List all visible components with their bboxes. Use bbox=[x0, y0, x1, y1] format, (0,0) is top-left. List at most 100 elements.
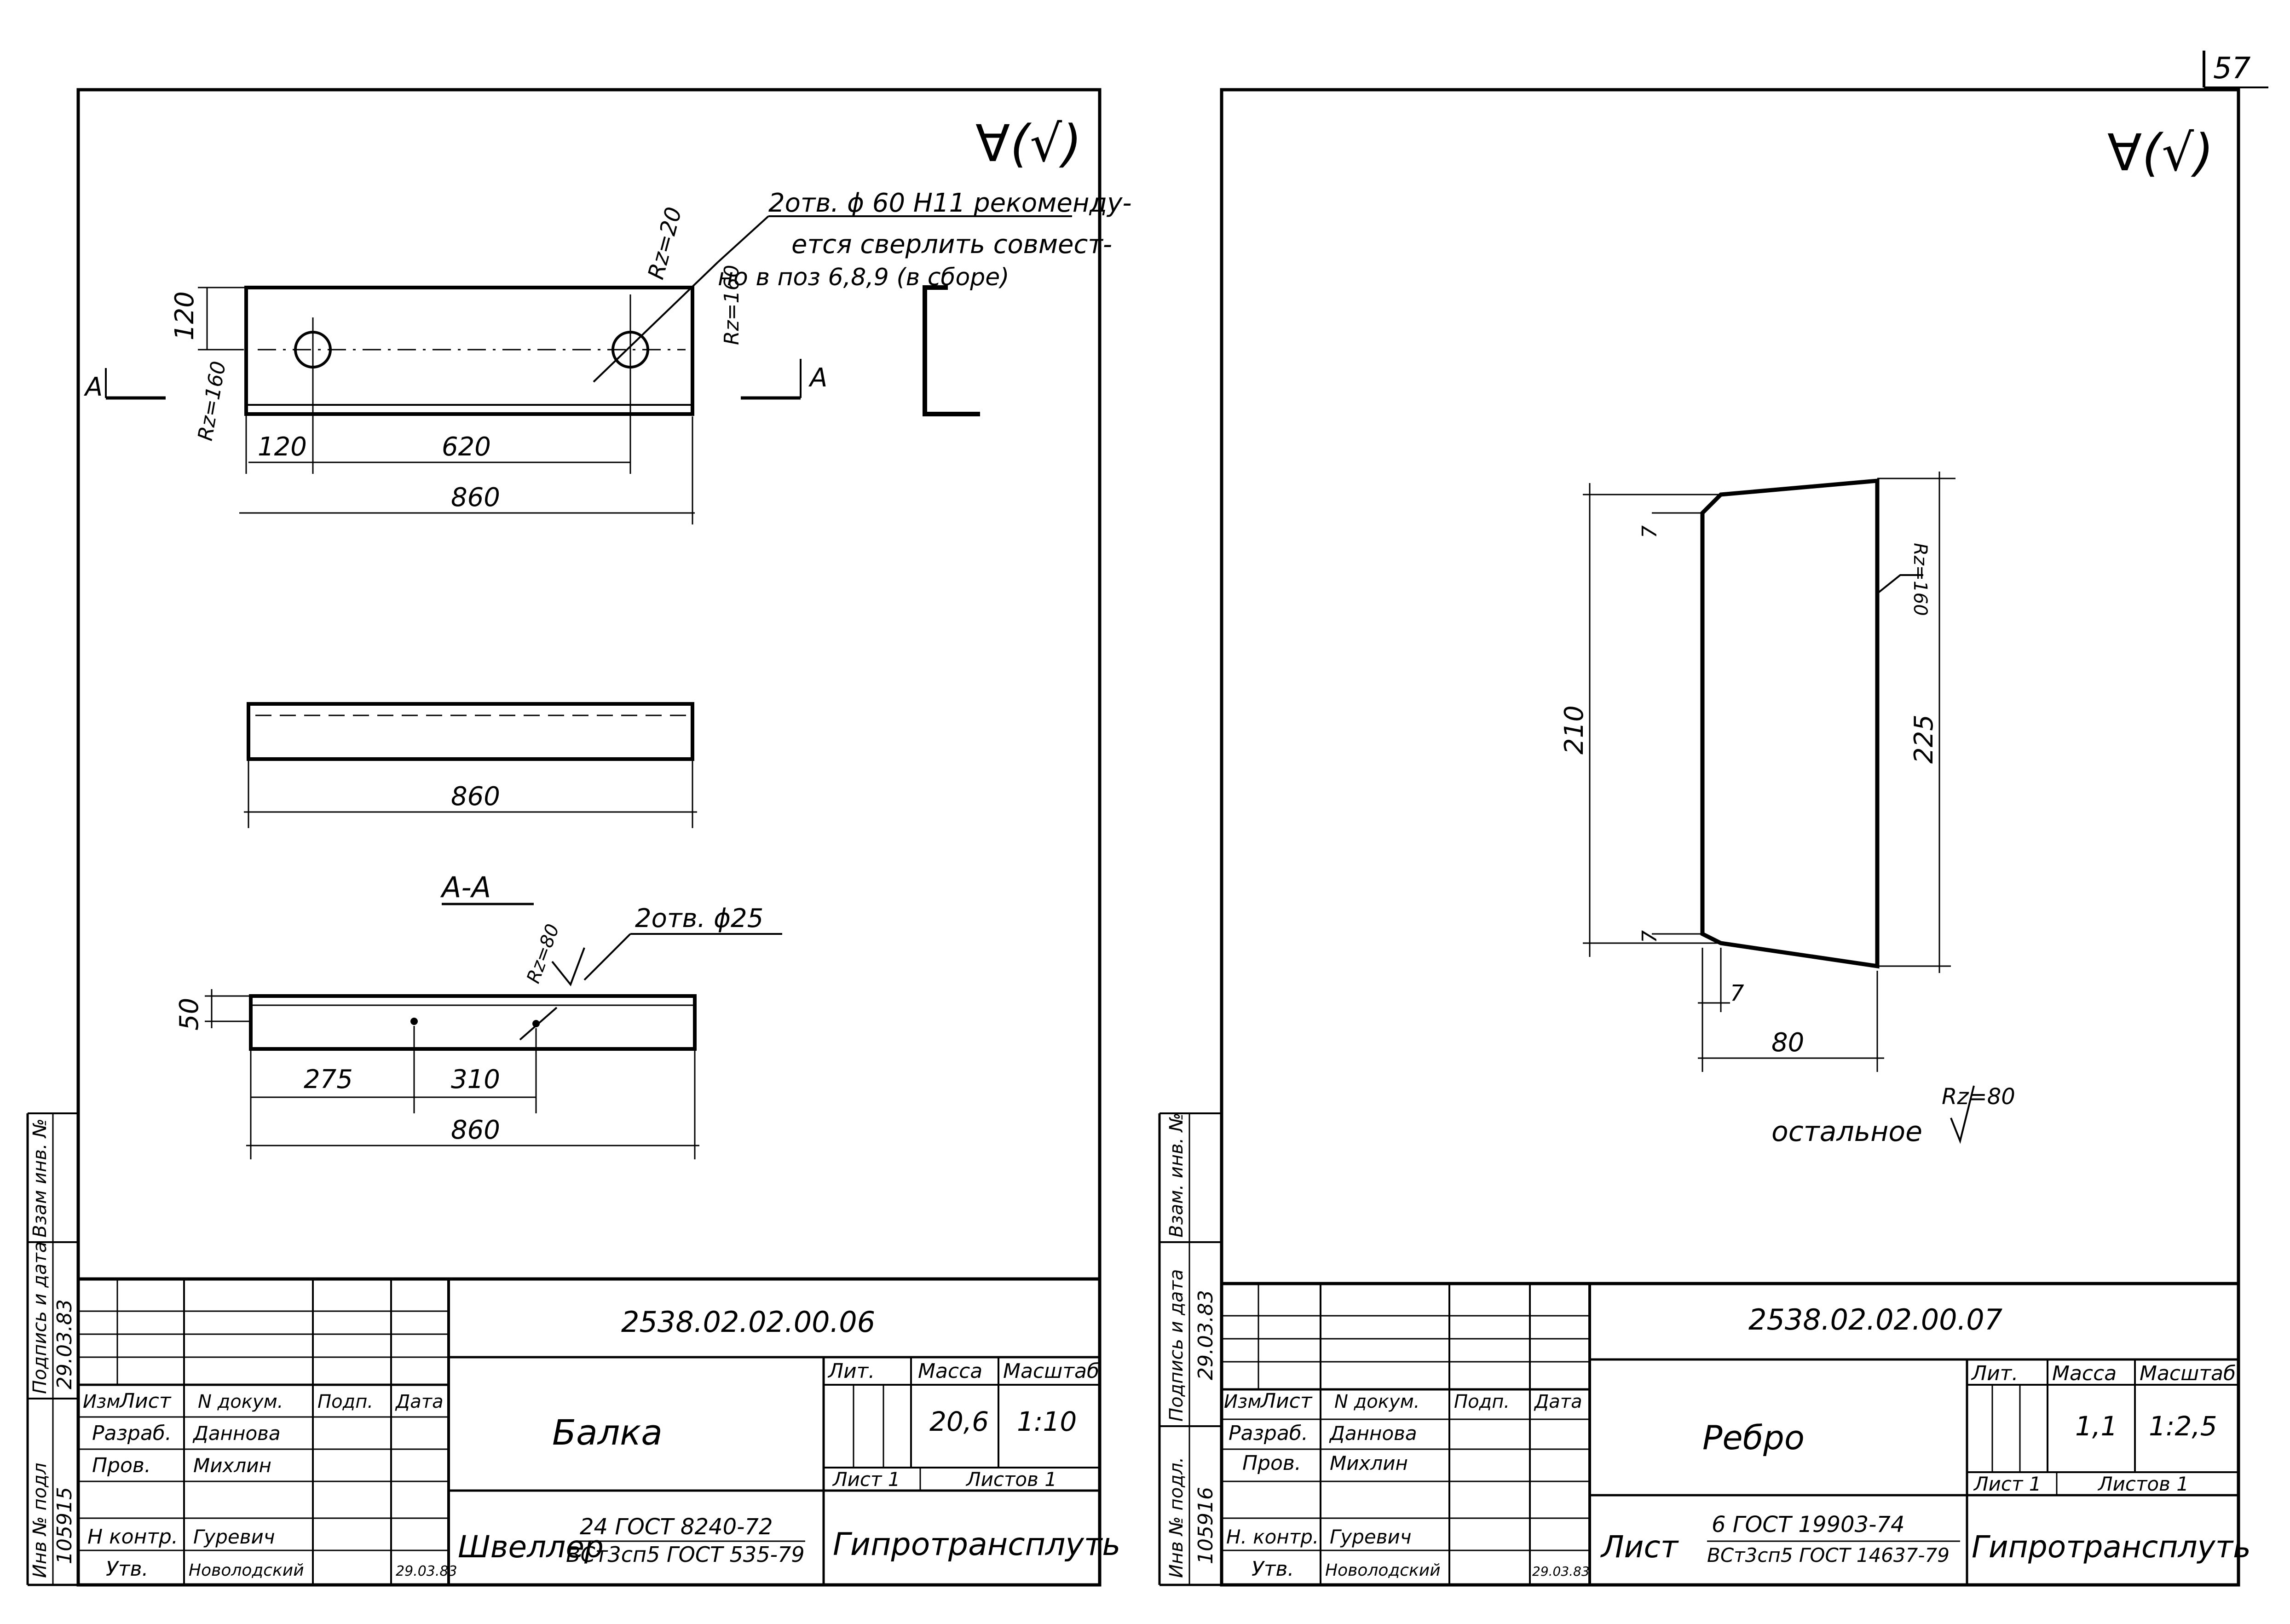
r1-name-right: Даннова bbox=[1329, 1422, 1417, 1445]
material-label-right: Лист bbox=[1600, 1529, 1679, 1565]
r1-name: Даннова bbox=[192, 1422, 281, 1445]
part-name-right: Ребро bbox=[1702, 1418, 1805, 1457]
dim-620: 620 bbox=[442, 432, 491, 462]
roughness-symbol-left: ∀(√) bbox=[975, 114, 1082, 173]
dim-50: 50 bbox=[174, 998, 204, 1031]
r3-name: Гуревич bbox=[193, 1526, 275, 1548]
listov-label-right: Листов 1 bbox=[2097, 1473, 2189, 1495]
masshtab-value-right: 1:2,5 bbox=[2149, 1411, 2217, 1442]
sidebar-inv-val-right: 105916 bbox=[1194, 1487, 1217, 1564]
sidebar-podpis-right: Подпись и дата bbox=[1166, 1269, 1187, 1422]
right-title-block: Изм Лист N докум. Подп. Дата Разраб. Дан… bbox=[1222, 1282, 2251, 1585]
masshtab-header: Масштаб bbox=[1003, 1359, 1099, 1383]
h-doc: N докум. bbox=[198, 1391, 283, 1412]
r2-role: Пров. bbox=[92, 1454, 151, 1477]
drawing-code-right: 2538.02.02.00.07 bbox=[1748, 1303, 2002, 1336]
h-podp: Подп. bbox=[317, 1391, 373, 1412]
sidebar-inv-val: 105915 bbox=[53, 1487, 76, 1564]
sidebar-podpis-val: 29.03.83 bbox=[53, 1299, 76, 1389]
hole-note-line1: 2отв. ϕ 60 H11 рекоменду- bbox=[768, 188, 1132, 218]
dim-860-top: 860 bbox=[451, 483, 500, 513]
r3-role: Н контр. bbox=[87, 1525, 178, 1549]
hole25-note: 2отв. ϕ25 bbox=[635, 904, 763, 933]
r4-role: Утв. bbox=[106, 1557, 148, 1581]
right-sheet: ∀(√) 225 210 7 7 7 80 Rz=160 остальное R… bbox=[1158, 88, 2251, 1587]
dim-225: 225 bbox=[1909, 714, 1939, 764]
massa-value-right: 1,1 bbox=[2075, 1411, 2117, 1442]
r2-name: Михлин bbox=[193, 1454, 271, 1477]
beam-side-view bbox=[247, 702, 694, 761]
rib-profile bbox=[1700, 478, 1880, 969]
rz20-label: Rz=20 bbox=[643, 204, 686, 282]
material-top: 24 ГОСТ 8240-72 bbox=[580, 1514, 773, 1540]
section-aa-profile bbox=[249, 994, 697, 1051]
lit-header-right: Лит. bbox=[1971, 1362, 2018, 1385]
rz160-label-left: Rz=160 bbox=[720, 265, 744, 345]
massa-header-right: Масса bbox=[2052, 1362, 2117, 1385]
right-sidebar: Взам. инв. № Подпись и дата 29.03.83 Инв… bbox=[1159, 1112, 1222, 1585]
r2-name-right: Михлин bbox=[1330, 1452, 1408, 1474]
masshtab-header-right: Масштаб bbox=[2140, 1362, 2236, 1385]
dim-120-vertical: 120 bbox=[170, 291, 200, 340]
material-bottom: ВСт3сп5 ГОСТ 535-79 bbox=[566, 1542, 805, 1567]
sidebar-podpis: Подпись и дата bbox=[29, 1242, 51, 1394]
dim-210: 210 bbox=[1559, 705, 1589, 754]
sidebar-inv-right: Инв № подл. bbox=[1166, 1457, 1187, 1578]
rz80-label-left: Rz=80 bbox=[523, 921, 564, 986]
listov-label: Листов 1 bbox=[965, 1468, 1057, 1491]
rz80-label-right: Rz=80 bbox=[1942, 1084, 2015, 1110]
section-mark-left: A bbox=[84, 372, 103, 402]
h-podp-right: Подп. bbox=[1454, 1391, 1510, 1412]
r4-name-right: Новолодский bbox=[1325, 1561, 1441, 1580]
section-mark-right: A bbox=[808, 363, 827, 393]
h-list-right: Лист bbox=[1260, 1389, 1313, 1413]
dim-860-mid: 860 bbox=[451, 782, 500, 812]
sidebar-vzam-right: Взам. инв. № bbox=[1166, 1112, 1187, 1238]
r3-role-right: Н. контр. bbox=[1226, 1526, 1319, 1548]
rz160-label-right: Rz=160 bbox=[1909, 543, 1931, 616]
rz160-label-beam: Rz=160 bbox=[194, 359, 231, 443]
material-bottom-right: ВСт3сп5 ГОСТ 14637-79 bbox=[1707, 1544, 1950, 1566]
r4-date-right: 29.03.83 bbox=[1532, 1564, 1590, 1579]
r4-name: Новолодский bbox=[189, 1561, 304, 1580]
part-name: Балка bbox=[552, 1412, 663, 1453]
h-list: Лист bbox=[119, 1389, 172, 1413]
r1-role: Разраб. bbox=[92, 1422, 172, 1445]
hole-note-line2: ется сверлить совмест- bbox=[791, 230, 1112, 259]
dim-120: 120 bbox=[258, 432, 307, 462]
list-label-right: Лист 1 bbox=[1973, 1473, 2042, 1495]
channel-profile bbox=[923, 285, 980, 416]
r4-role-right: Утв. bbox=[1252, 1557, 1294, 1581]
left-sidebar: Взам инв. № Подпись и дата 29.03.83 Инв … bbox=[28, 1112, 78, 1585]
h-izm-right: Изм bbox=[1224, 1391, 1261, 1412]
dim-7-bottom: 7 bbox=[1638, 930, 1661, 943]
r2-role-right: Пров. bbox=[1242, 1451, 1301, 1475]
beam-top-view bbox=[244, 261, 719, 416]
masshtab-value: 1:10 bbox=[1017, 1406, 1077, 1437]
r3-name-right: Гуревич bbox=[1330, 1526, 1412, 1548]
r1-role-right: Разраб. bbox=[1229, 1422, 1308, 1445]
roughness-symbol-right: ∀(√) bbox=[2107, 123, 2214, 182]
r4-date: 29.03.83 bbox=[396, 1563, 457, 1579]
organization: Гипротрансплуть bbox=[833, 1526, 1120, 1563]
h-izm: Изм bbox=[83, 1391, 120, 1412]
left-title-block: Изм Лист N докум. Подп. Дата Разраб. Дан… bbox=[78, 1277, 1120, 1585]
h-date-right: Дата bbox=[1534, 1391, 1582, 1412]
section-title: A-A bbox=[440, 870, 491, 904]
sidebar-inv: Инв № подл bbox=[29, 1463, 51, 1578]
organization-right: Гипротрансплуть bbox=[1972, 1529, 2251, 1565]
dim-80: 80 bbox=[1771, 1028, 1804, 1058]
left-sheet: ∀(√) 2отв. ϕ 60 H11 рекоменду- ется свер… bbox=[26, 88, 1132, 1587]
sidebar-podpis-val-right: 29.03.83 bbox=[1194, 1290, 1217, 1380]
rest-label: остальное bbox=[1771, 1116, 1922, 1148]
dim-7-top: 7 bbox=[1638, 525, 1661, 538]
drawing-code: 2538.02.02.00.06 bbox=[621, 1305, 875, 1339]
dim-275: 275 bbox=[304, 1065, 353, 1094]
page-number: 57 bbox=[2213, 52, 2251, 86]
dim-7-horizontal: 7 bbox=[1730, 980, 1744, 1006]
material-top-right: 6 ГОСТ 19903-74 bbox=[1712, 1512, 1905, 1538]
h-date: Дата bbox=[395, 1391, 444, 1412]
material-label: Швеллер bbox=[458, 1529, 604, 1565]
sidebar-vzam: Взам инв. № bbox=[29, 1118, 51, 1238]
